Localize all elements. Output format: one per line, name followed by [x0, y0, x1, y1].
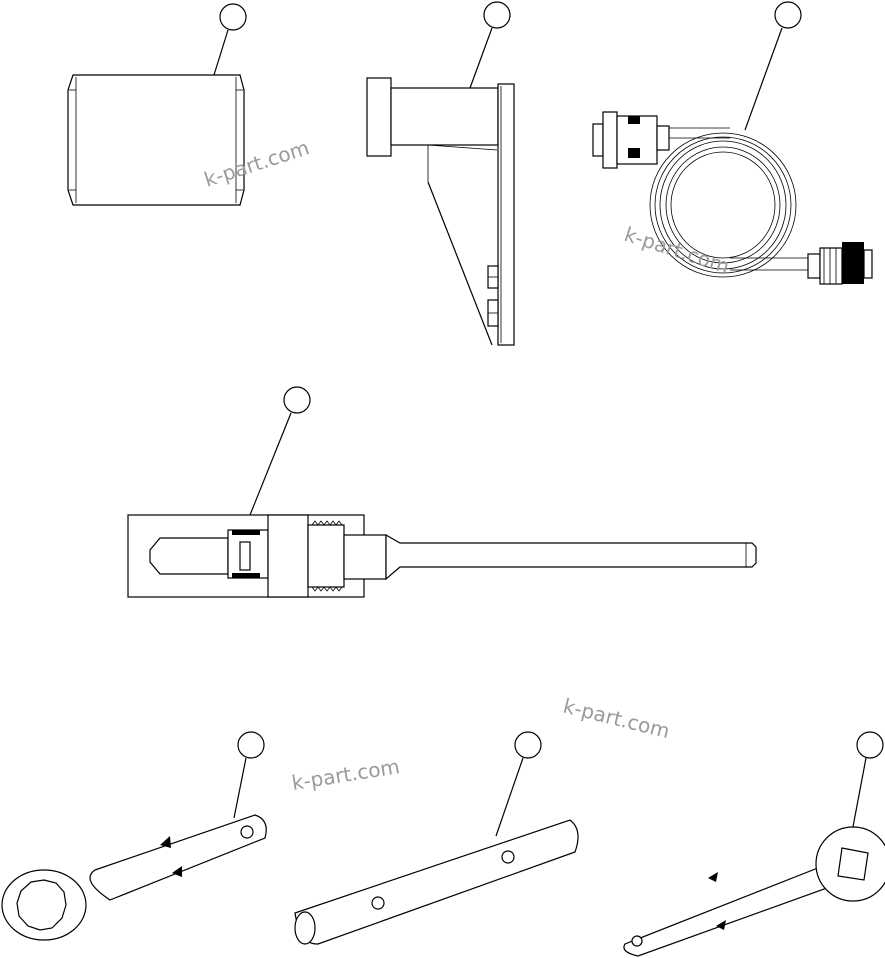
callout-balloon — [483, 1, 511, 29]
part-bushing-sleeve — [67, 3, 247, 206]
callout-balloon — [514, 731, 542, 759]
callout-balloon — [856, 731, 884, 759]
watermark-text: k-part.com — [561, 694, 672, 744]
part-bar-wrench — [294, 731, 579, 945]
leader-line — [744, 27, 783, 131]
leader-line — [495, 757, 524, 837]
part-mounting-bracket — [366, 1, 515, 346]
watermark-text: k-part.com — [290, 754, 401, 795]
part-square-drive-wrench — [623, 731, 885, 957]
callout-balloon — [237, 731, 265, 759]
part-ring-wrench — [1, 731, 267, 941]
callout-balloon — [219, 3, 247, 31]
leader-line — [233, 757, 247, 819]
leader-line — [249, 412, 292, 516]
leader-line — [213, 29, 229, 76]
part-puller-tool — [127, 386, 757, 598]
callout-balloon — [774, 1, 802, 29]
leader-line — [469, 27, 493, 89]
part-coiled-cable — [592, 1, 873, 285]
leader-line — [851, 757, 867, 833]
watermark-layer: k-part.com k-part.com k-part.com k-part.… — [201, 135, 732, 795]
callout-balloon — [283, 386, 311, 414]
